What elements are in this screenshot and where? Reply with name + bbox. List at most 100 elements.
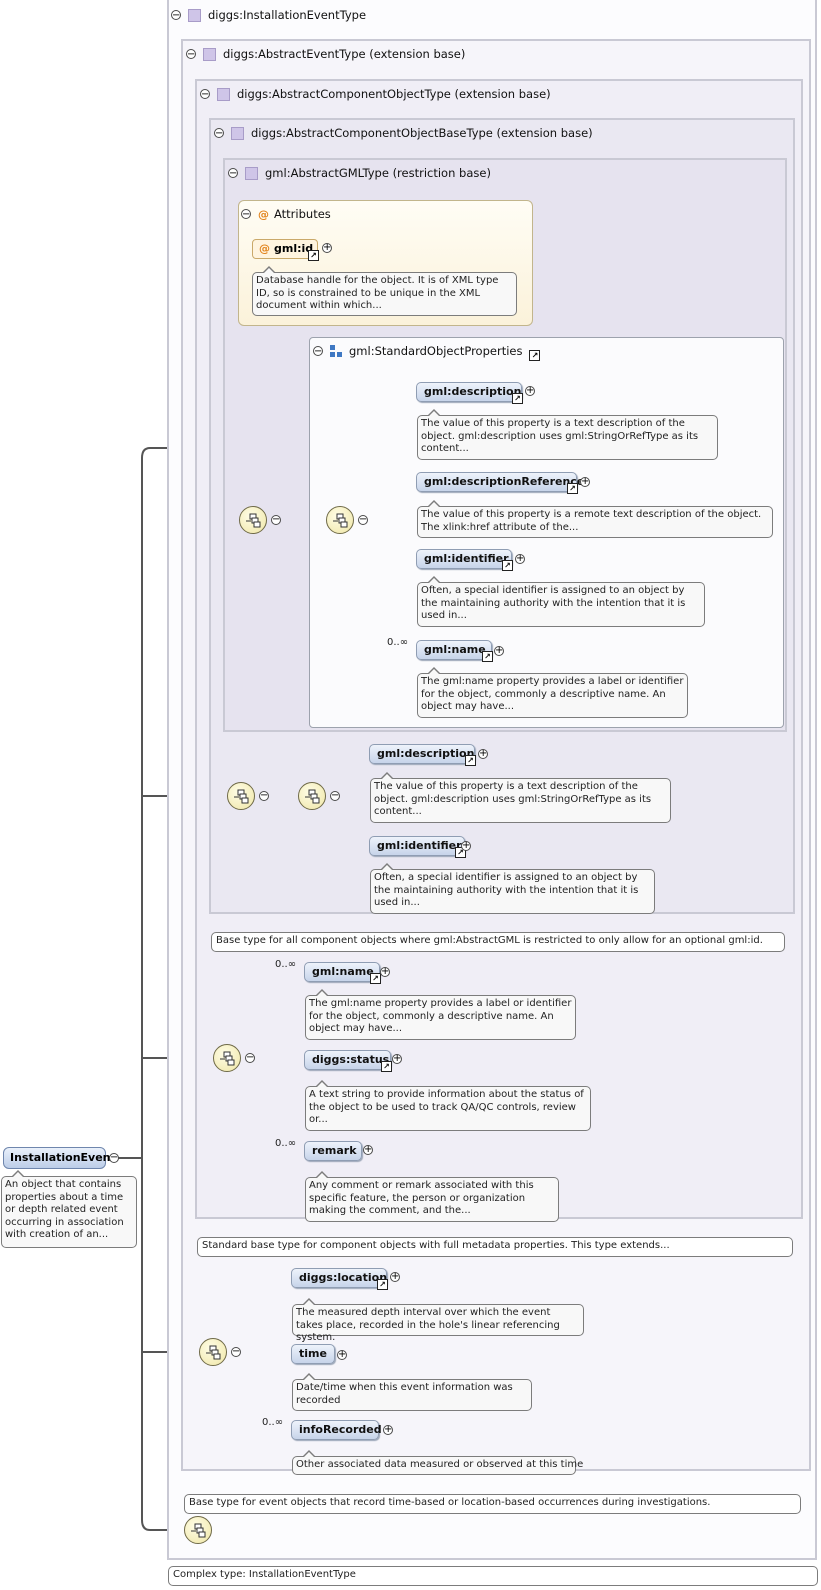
doc-gml-description: The value of this property is a text des… (417, 409, 718, 460)
type-title: diggs:AbstractComponentObjectType (exten… (237, 87, 551, 101)
element-name: gml:identifier (377, 839, 462, 852)
element-name: gml:name (312, 965, 374, 978)
attribute-icon: @ (258, 207, 269, 221)
attributes-label: Attributes (274, 207, 331, 221)
element-name: diggs:status (312, 1053, 390, 1066)
element-gml-name[interactable]: gml:name ↗ (416, 640, 493, 662)
type-title: diggs:InstallationEventType (208, 8, 367, 22)
sequence-compositor-icon[interactable] (326, 506, 354, 534)
type-header-abstract-gml[interactable]: − gml:AbstractGMLType (restriction base) (228, 164, 491, 182)
type-doc-component-base: Base type for all component objects wher… (211, 932, 785, 952)
attributes-header[interactable]: − @ Attributes (241, 205, 331, 223)
doc-base-gml-identifier: Often, a special identifier is assigned … (370, 863, 655, 914)
type-doc-event: Base type for event objects that record … (184, 1494, 801, 1514)
sequence-compositor-icon[interactable] (184, 1516, 212, 1544)
expand-icon[interactable]: + (461, 840, 471, 851)
element-name: gml:descriptionReference (424, 475, 585, 488)
expand-icon[interactable]: + (380, 966, 390, 977)
expand-icon[interactable]: + (478, 748, 488, 759)
element-gml-description-reference[interactable]: gml:descriptionReference ↗ (416, 472, 584, 494)
expand-icon[interactable]: + (515, 553, 525, 564)
expand-icon[interactable]: + (337, 1349, 347, 1360)
element-remark[interactable]: remark (304, 1141, 362, 1161)
occurrence-label: 0..∞ (275, 1138, 297, 1149)
attribute-gml-id[interactable]: @gml:id ↗ (252, 239, 319, 261)
collapse-icon[interactable]: − (330, 790, 340, 801)
complex-type-icon (245, 166, 258, 180)
collapse-icon[interactable]: − (228, 168, 238, 179)
type-header-installation-event[interactable]: − diggs:InstallationEventType (171, 6, 366, 24)
ref-arrow-icon[interactable]: ↗ (529, 349, 541, 361)
expand-icon[interactable]: + (525, 385, 535, 396)
element-base-gml-identifier[interactable]: gml:identifier ↗ (369, 836, 466, 858)
expand-icon[interactable]: + (494, 645, 504, 656)
collapse-icon[interactable]: − (200, 89, 210, 100)
ref-arrow-icon[interactable]: ↗ (567, 483, 578, 494)
collapse-icon[interactable]: − (214, 128, 224, 139)
expand-icon[interactable]: + (383, 1424, 393, 1435)
complex-type-icon (217, 87, 230, 101)
expand-icon[interactable]: + (322, 242, 332, 253)
sequence-compositor-icon[interactable] (199, 1338, 227, 1366)
doc-diggs-location: The measured depth interval over which t… (292, 1298, 584, 1343)
doc-gml-identifier: Often, a special identifier is assigned … (417, 576, 705, 627)
element-diggs-status[interactable]: diggs:status ↗ (304, 1050, 392, 1072)
attribute-icon: @ (259, 242, 270, 255)
root-element-name: InstallationEvent (10, 1151, 116, 1164)
expand-icon[interactable]: + (390, 1271, 400, 1282)
element-name: time (299, 1347, 327, 1360)
ref-arrow-icon[interactable]: ↗ (482, 651, 493, 662)
sequence-compositor-icon[interactable] (213, 1044, 241, 1072)
collapse-icon[interactable]: − (245, 1052, 255, 1063)
type-header-abstract-component-object-base[interactable]: − diggs:AbstractComponentObjectBaseType … (214, 124, 593, 142)
collapse-icon[interactable]: − (231, 1346, 241, 1357)
ref-arrow-icon[interactable]: ↗ (370, 973, 381, 984)
group-name: gml:StandardObjectProperties (349, 344, 523, 358)
complex-type-icon (231, 126, 244, 140)
expand-icon[interactable]: + (392, 1053, 402, 1064)
type-header-abstract-component-object[interactable]: − diggs:AbstractComponentObjectType (ext… (200, 85, 551, 103)
complex-type-icon (188, 8, 201, 22)
collapse-icon[interactable]: − (186, 49, 196, 60)
collapse-icon[interactable]: − (313, 346, 323, 357)
ref-arrow-icon[interactable]: ↗ (381, 1061, 392, 1072)
element-name: diggs:location (299, 1271, 388, 1284)
doc-base-gml-description: The value of this property is a text des… (370, 772, 671, 823)
collapse-icon[interactable]: − (259, 790, 269, 801)
collapse-icon[interactable]: − (358, 514, 368, 525)
doc-diggs-status: A text string to provide information abo… (305, 1080, 591, 1131)
expand-icon[interactable]: + (580, 476, 590, 487)
element-info-recorded[interactable]: infoRecorded (291, 1420, 382, 1440)
element-gml-identifier[interactable]: gml:identifier ↗ (416, 549, 513, 571)
ref-arrow-icon[interactable]: ↗ (308, 250, 319, 261)
doc-remark: Any comment or remark associated with th… (305, 1171, 559, 1222)
type-header-abstract-event[interactable]: − diggs:AbstractEventType (extension bas… (186, 45, 465, 63)
sequence-compositor-icon[interactable] (298, 782, 326, 810)
element-base-gml-description[interactable]: gml:description ↗ (369, 744, 476, 766)
type-title: diggs:AbstractComponentObjectBaseType (e… (251, 126, 593, 140)
group-header[interactable]: − gml:StandardObjectProperties ↗ (313, 342, 541, 361)
doc-gml-description-reference: The value of this property is a remote t… (417, 500, 773, 538)
collapse-icon[interactable]: − (171, 10, 181, 21)
element-gml-description[interactable]: gml:description ↗ (416, 382, 523, 404)
sequence-compositor-icon[interactable] (227, 782, 255, 810)
element-time[interactable]: time (291, 1344, 335, 1364)
collapse-icon[interactable]: − (241, 209, 251, 220)
ref-arrow-icon[interactable]: ↗ (512, 393, 523, 404)
complex-type-label: Complex type: InstallationEventType (168, 1566, 818, 1586)
type-doc-component: Standard base type for component objects… (197, 1237, 793, 1257)
ref-arrow-icon[interactable]: ↗ (377, 1279, 388, 1290)
ref-arrow-icon[interactable]: ↗ (465, 755, 476, 766)
collapse-icon[interactable]: − (109, 1152, 119, 1163)
root-element-installation-event[interactable]: InstallationEvent (3, 1147, 116, 1169)
doc-comp-gml-name: The gml:name property provides a label o… (305, 989, 576, 1040)
ref-arrow-icon[interactable]: ↗ (502, 560, 513, 571)
ref-arrow-icon[interactable]: ↗ (455, 847, 466, 858)
collapse-icon[interactable]: − (271, 514, 281, 525)
element-diggs-location[interactable]: diggs:location ↗ (291, 1268, 388, 1290)
occurrence-label: 0..∞ (262, 1417, 284, 1428)
element-comp-gml-name[interactable]: gml:name ↗ (304, 962, 381, 984)
type-title: gml:AbstractGMLType (restriction base) (265, 166, 491, 180)
sequence-compositor-icon[interactable] (239, 506, 267, 534)
expand-icon[interactable]: + (363, 1144, 373, 1155)
